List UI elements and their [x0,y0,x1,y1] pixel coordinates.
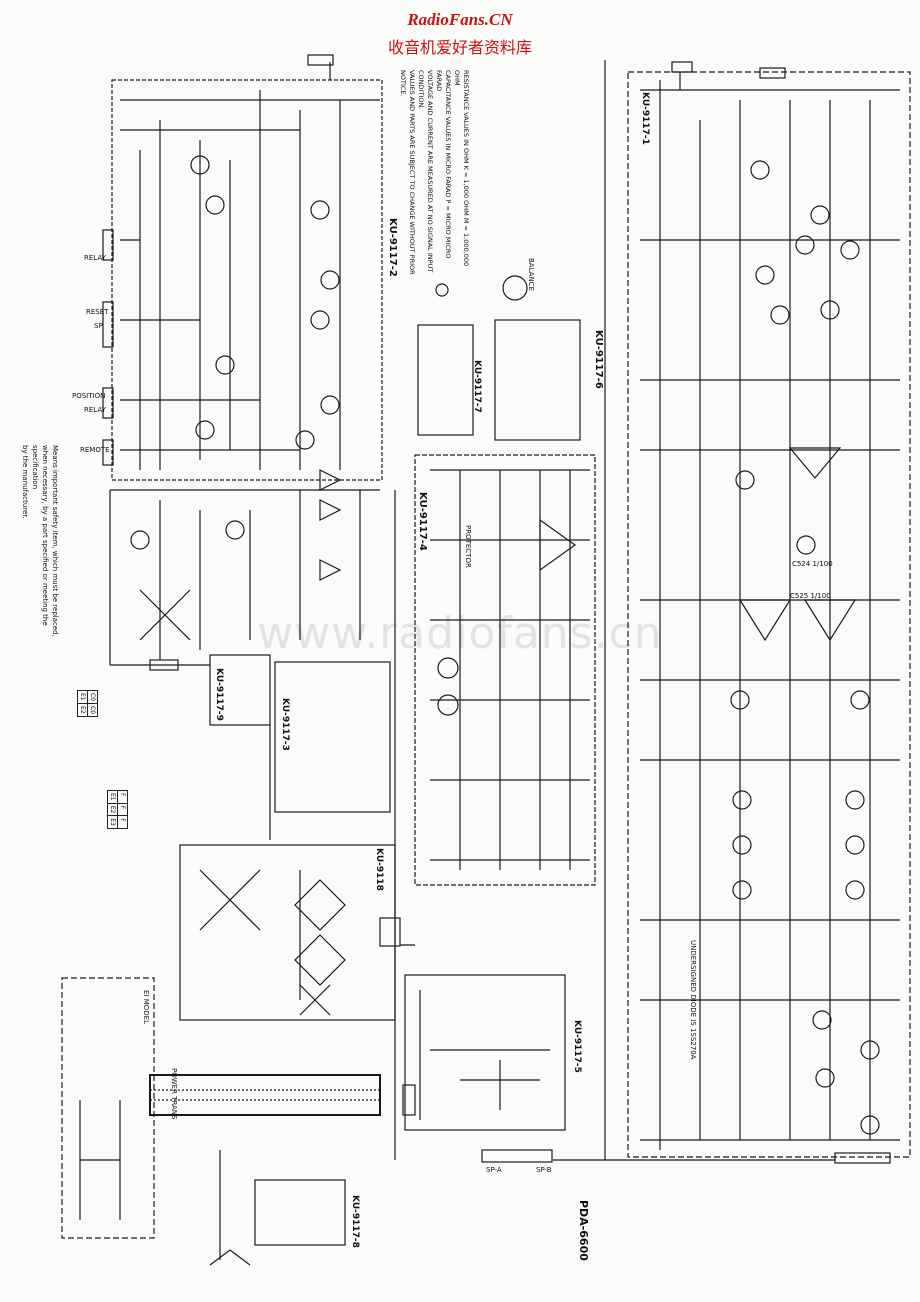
connector-sp-a: SP-A [486,1166,502,1174]
label-power-trans: POWER TRANS [170,1068,178,1120]
note-line-4: VALUES AND PARTS ARE SUBJECT TO CHANGE W… [399,70,416,275]
label-ku-9118: KU-9118 [374,848,384,891]
model-number: PDA-6600 [577,1200,590,1261]
connector-sp: SP [94,322,103,330]
board-ku-9117-2-outline [111,79,383,481]
label-ku-9117-2: KU-9117-2 [387,218,398,277]
label-ku-9117-8: KU-9117-8 [350,1195,360,1248]
watermark-site-chinese: 收音机爱好者资料库 [387,38,532,57]
board-ku-9118-outline [179,844,396,1021]
label-c524: C524 1/100 [792,560,833,568]
board-ku-9117-7-outline [417,324,474,436]
safety-line-2: when necessary, by a part specified or m… [31,445,49,626]
note-line-2: CAPACITANCE VALUES IN MICRO FARAD P = MI… [435,70,452,259]
connector-reset: RESET [86,308,109,316]
board-ku-9117-6-outline [494,319,581,441]
label-c525: C525 1/100 [790,592,831,600]
connector-position: POSITION [72,392,106,400]
watermark-site-name: RadioFans.CN [407,10,513,29]
label-undersigned-diode: UNDERSIGNED DIODE IS 1SS270A [689,940,697,1060]
board-ku-9117-4-outline [414,454,596,886]
label-ku-9117-9: KU-9117-9 [214,668,224,721]
label-ku-9117-5: KU-9117-5 [572,1020,582,1073]
notes-block: RESISTANCE VALUES IN OHM K = 1,000 OHM M… [398,70,470,280]
board-ku-9117-8-outline [254,1179,346,1246]
label-ku-9117-3: KU-9117-3 [280,698,290,751]
connector-protector: PROTECTOR [464,525,472,568]
board-ku-9117-5-outline [404,974,566,1131]
connector-relay-2: RELAY [84,406,106,414]
connector-remote: REMOTE [80,446,110,454]
board-ku-9117-9-outline [209,654,271,726]
label-ei-model: EI MODEL [142,990,150,1024]
label-ku-9117-1: KU-9117-1 [640,92,650,145]
label-ku-9117-6: KU-9117-6 [593,330,604,389]
safety-note: Means important safety item, which must … [20,445,60,655]
safety-line-3: by the manufacturer. [21,445,29,519]
label-ku-9117-7: KU-9117-7 [472,360,482,413]
connector-relay: RELAY [84,254,106,262]
safety-line-1: Means important safety item, which must … [51,445,59,637]
board-ku-9117-3-outline [274,661,391,813]
connector-balance: BALANCE [527,258,535,291]
power-transformer [149,1074,381,1116]
note-line-3: VOLTAGE AND CURRENT ARE MEASURED AT NO S… [417,70,434,273]
board-ku-9117-1-outline [627,71,911,1158]
ei-model-box [61,977,155,1239]
note-line-1: RESISTANCE VALUES IN OHM K = 1,000 OHM M… [453,70,470,267]
label-ku-9117-4: KU-9117-4 [417,492,428,551]
connector-sp-b: SP-B [536,1166,552,1174]
